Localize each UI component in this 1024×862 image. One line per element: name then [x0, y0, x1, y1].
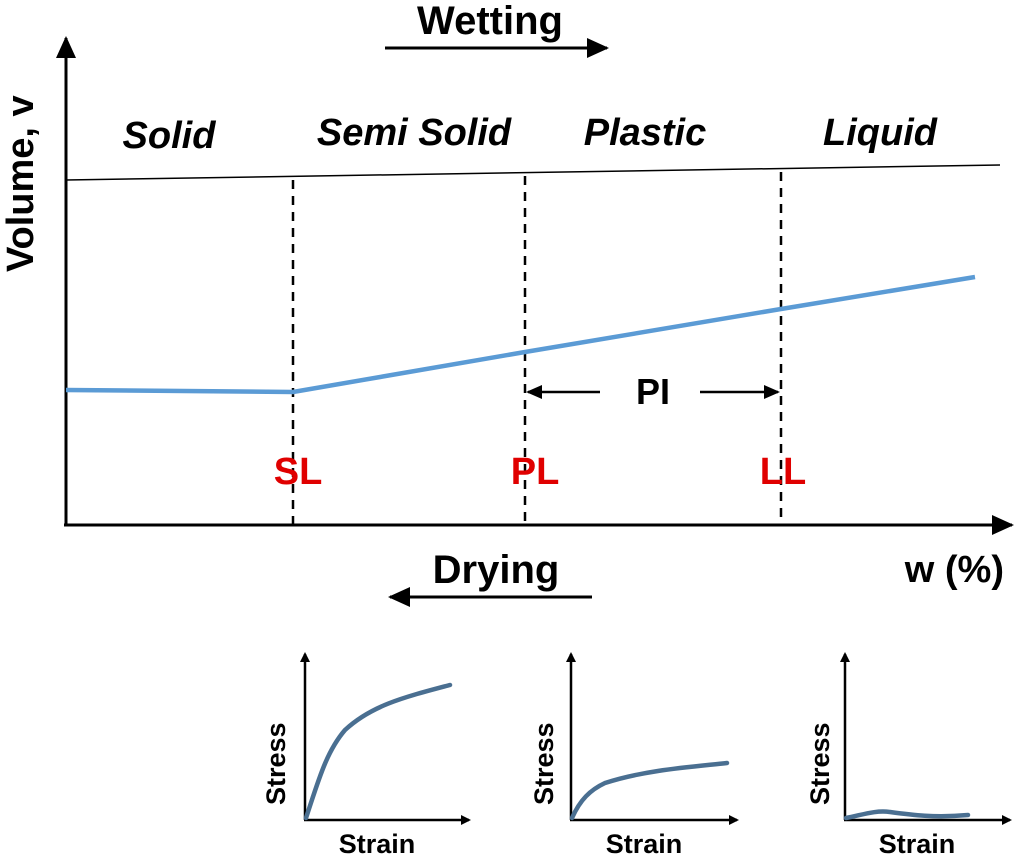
stress-strain-curve — [303, 682, 453, 821]
wetting-label: Wetting — [417, 0, 563, 43]
state-plastic: Plastic — [584, 112, 707, 154]
limit-sl: SL — [274, 451, 323, 493]
mini-x-label: Strain — [339, 829, 416, 857]
mini-y-label: Stress — [261, 722, 291, 805]
mini-y-label: Stress — [529, 722, 559, 805]
top-volume-line — [65, 164, 1001, 181]
mini-x-label: Strain — [606, 829, 683, 857]
mini-plot-plastic: Stress Strain — [529, 652, 739, 859]
state-solid: Solid — [123, 115, 217, 157]
plasticity-index-label: PI — [636, 371, 670, 412]
drying-label: Drying — [433, 548, 560, 592]
stress-strain-curve — [569, 760, 730, 821]
x-axis-label: w (%) — [904, 549, 1004, 591]
volume-curve — [65, 274, 976, 395]
y-axis-label: Volume, v — [0, 95, 42, 272]
stress-strain-curve — [843, 809, 971, 821]
mini-plot-liquid: Stress Strain — [805, 652, 1012, 859]
state-liquid: Liquid — [823, 112, 938, 154]
mini-x-label: Strain — [879, 829, 956, 857]
state-semi-solid: Semi Solid — [317, 112, 512, 154]
limit-ll: LL — [760, 451, 806, 493]
mini-plot-semi-solid: Stress Strain — [261, 652, 471, 859]
mini-y-label: Stress — [805, 722, 835, 805]
limit-pl: PL — [511, 451, 560, 493]
